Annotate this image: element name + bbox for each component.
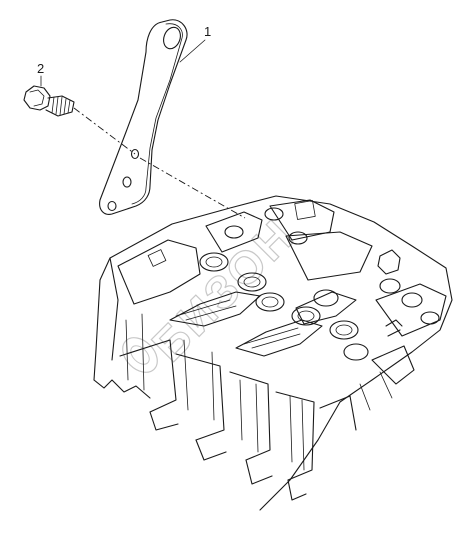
cylinder-head bbox=[93, 195, 453, 511]
watermark: БИЗОН bbox=[141, 208, 305, 372]
alignment-line-2 bbox=[139, 157, 246, 219]
bracket-part bbox=[99, 19, 188, 215]
watermark-logo bbox=[122, 337, 158, 373]
callout-leader-1 bbox=[179, 39, 206, 63]
callout-number-2: 2 bbox=[37, 61, 44, 76]
callout-number-1: 1 bbox=[204, 24, 211, 39]
bracket-slot-hole bbox=[163, 26, 181, 50]
watermark-text: БИЗОН bbox=[142, 208, 305, 371]
alignment-line bbox=[73, 107, 136, 155]
bolt-part bbox=[23, 85, 75, 117]
